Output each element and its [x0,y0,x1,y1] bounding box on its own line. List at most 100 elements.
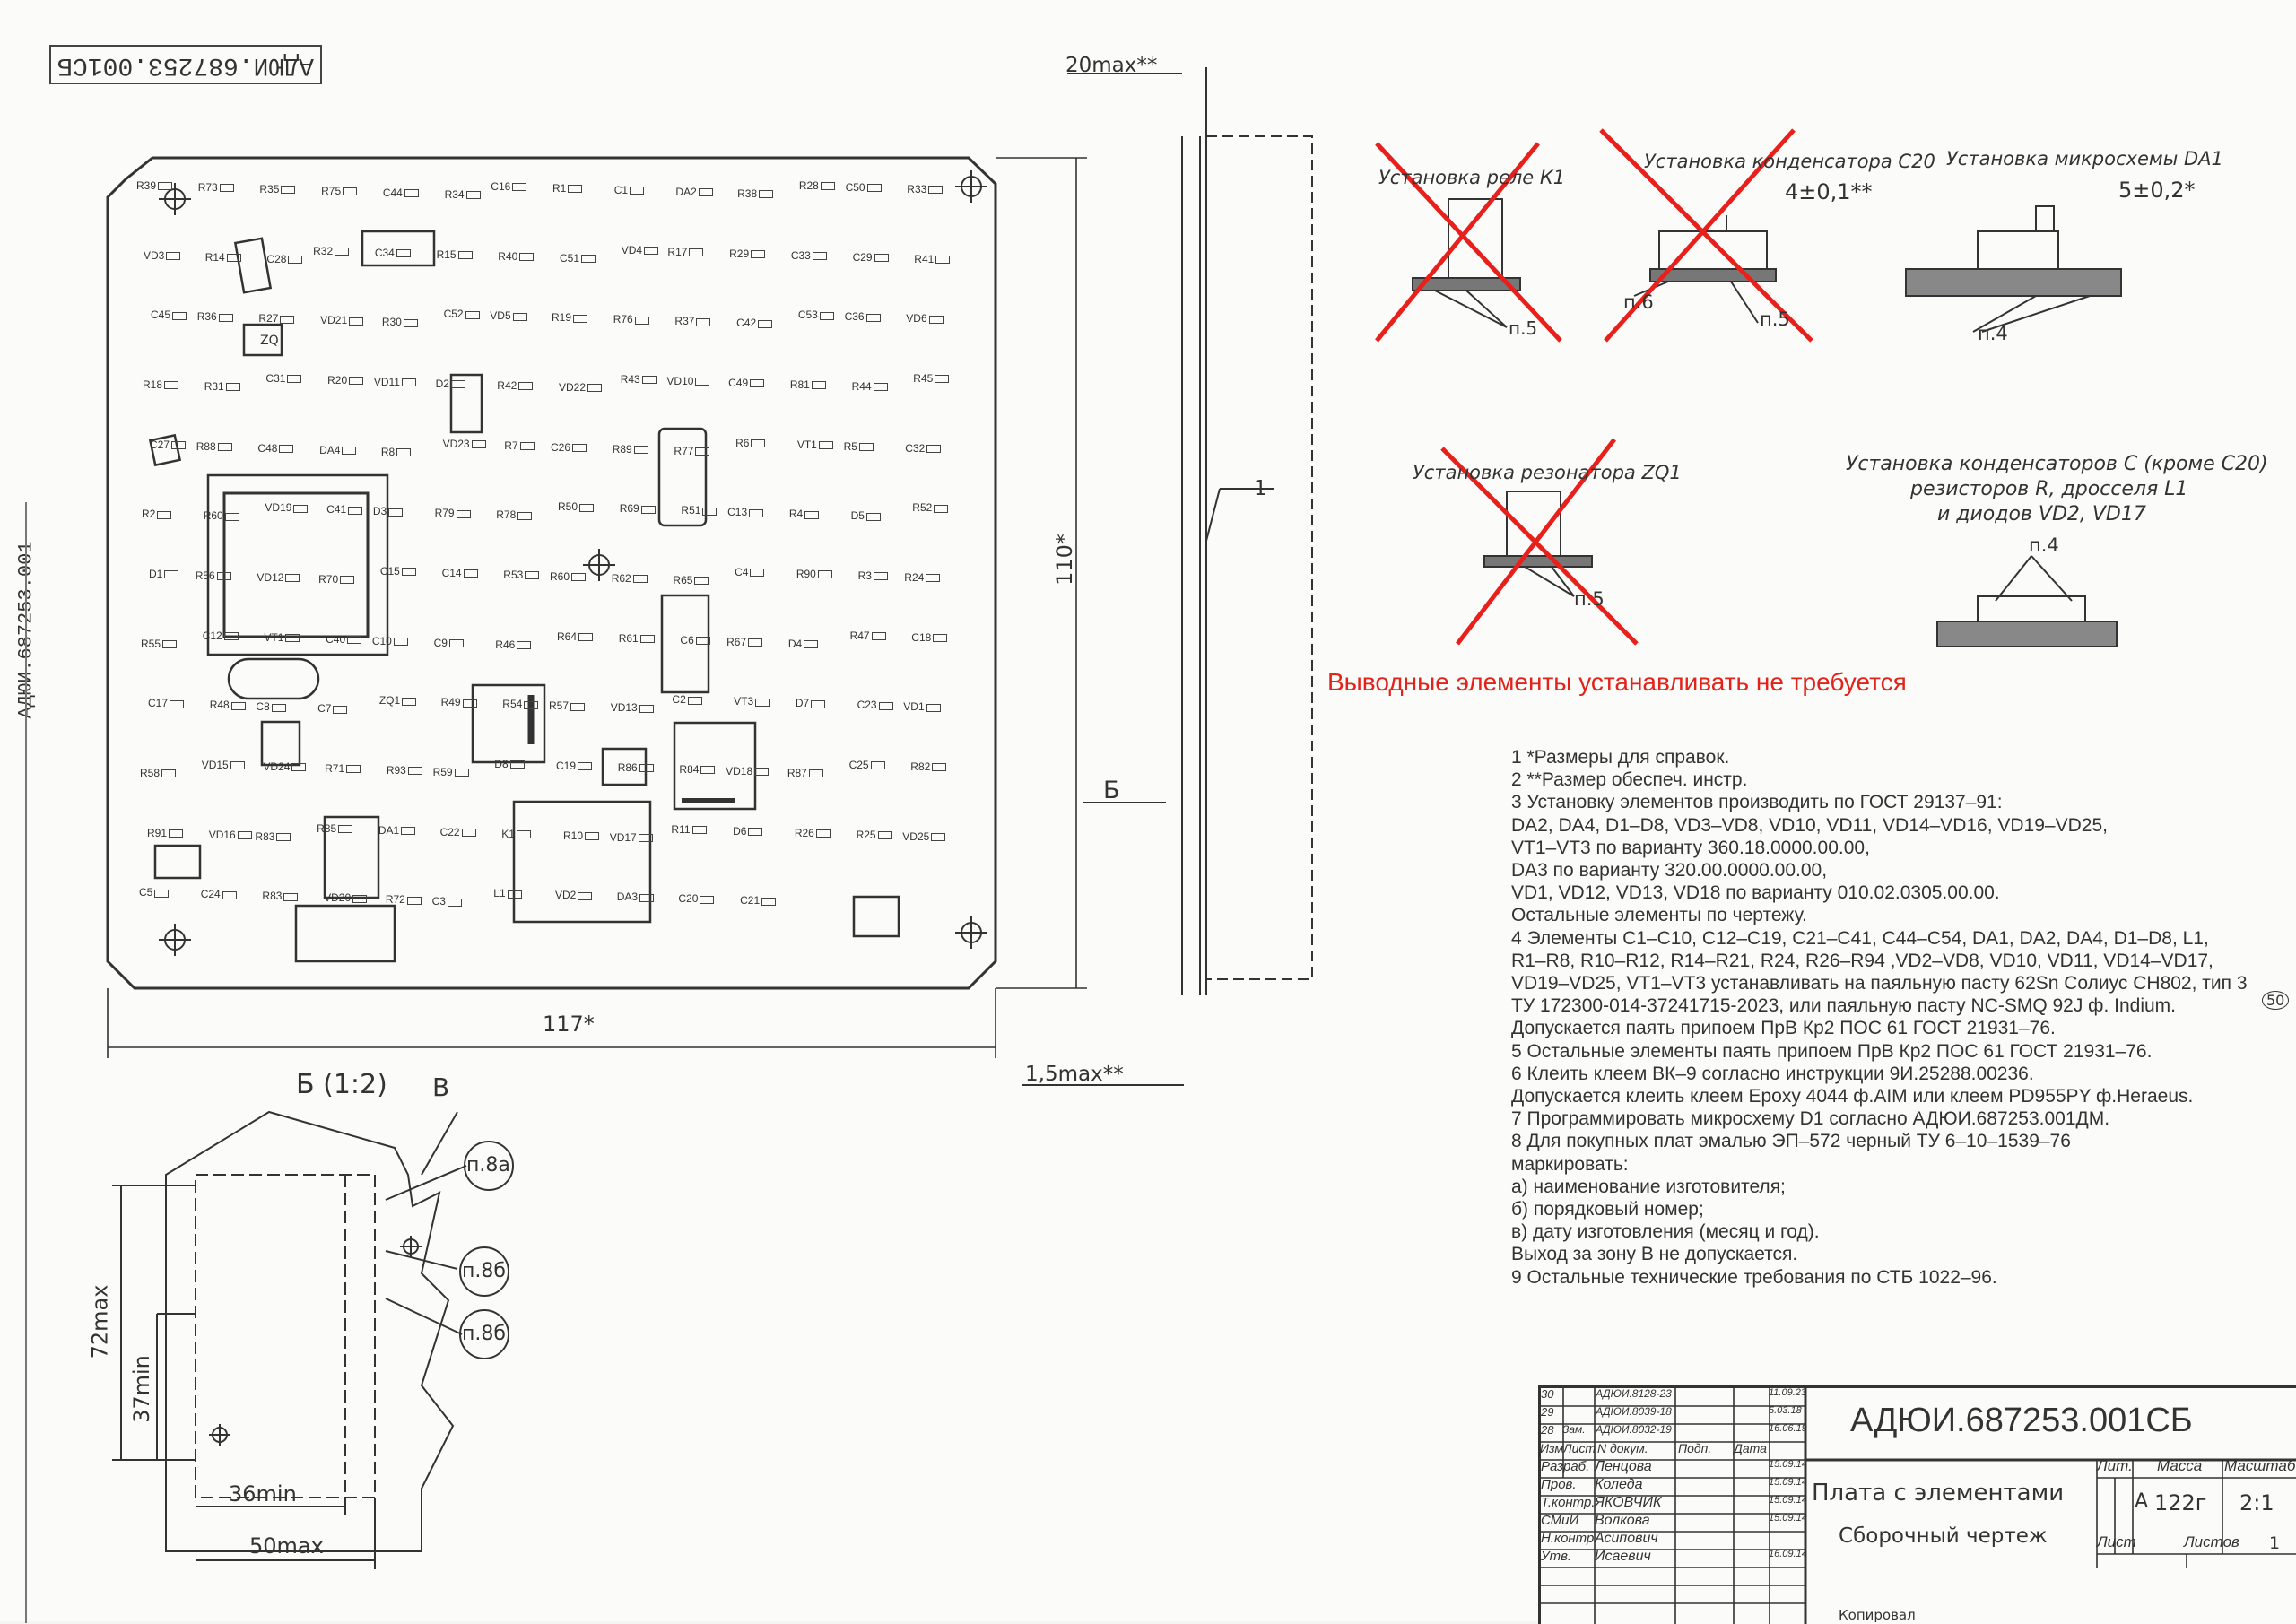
component-label: R73 [198,181,234,194]
smd-pad-icon [271,703,286,712]
component-label: L1 [493,887,522,899]
component-label: VD16 [209,829,252,841]
smd-pad-icon [754,768,770,777]
board-outline [106,156,997,990]
component-label: D8 [494,758,525,770]
role-label: Т.контр. [1541,1495,1596,1510]
component-label: DA1 [378,824,416,837]
component-label: R77 [674,445,710,457]
smd-pad-icon [224,512,239,521]
smd-pad-icon [571,573,587,582]
smd-pad-icon [401,568,416,577]
role-date: 15.09.14 [1769,1459,1807,1470]
note-line: 1 *Размеры для справок. [1511,747,1730,768]
component-label: C31 [265,372,302,385]
component-label: R60 [550,570,587,583]
smd-pad-icon [465,191,481,200]
component-label: R78 [496,508,533,521]
component-label: R89 [613,443,648,456]
component-label: R83 [255,830,291,843]
header-col: Изм [1540,1441,1563,1455]
dim-gap: 1,5max** [1025,1063,1124,1086]
component-label: VD10 [666,375,710,387]
detail-dim-wmin: 36min [229,1481,297,1507]
component-label: R76 [613,313,649,326]
smd-pad-icon [524,700,539,709]
note-line: VD1, VD12, VD13, VD18 по варианту 010.02… [1511,882,2000,904]
component-label: R20 [327,374,364,386]
smd-pad-icon [696,317,711,326]
smd-pad-icon [338,824,353,833]
board-dimension-lines [107,157,1087,1058]
smd-pad-icon [573,314,588,323]
smd-pad-icon [639,634,655,643]
smd-pad-icon [509,760,525,769]
callout-1: 1 [1254,477,1267,500]
component-label: C29 [853,251,889,264]
component-label: C26 [551,441,587,454]
component-label: R54 [502,698,539,710]
component-label: C22 [440,826,476,838]
smd-pad-icon [761,897,777,906]
change-num: 28 [1541,1423,1554,1437]
component-label: C10 [372,635,408,647]
smd-pad-icon [634,316,649,325]
component-label: C13 [727,506,764,518]
detail-zone: В [432,1073,450,1102]
header-col: Дата [1734,1441,1767,1455]
note-line: б) порядковый номер; [1511,1199,1704,1220]
smd-pad-icon [749,508,764,517]
smd-pad-icon [700,895,715,904]
smd-pad-icon [865,512,881,521]
component-label: C17 [148,697,185,709]
component-label: C52 [444,308,480,320]
smd-pad-icon [871,631,886,640]
smd-pad-icon [687,696,702,705]
component-label: R15 [437,248,473,261]
component-label: R71 [325,762,361,775]
smd-pad-icon [276,832,291,841]
smd-pad-icon [333,705,348,714]
smd-pad-icon [808,769,823,778]
detail-title: Б (1:2) [296,1069,387,1100]
change-num: 29 [1541,1405,1554,1419]
svg-text:ZQ: ZQ [260,334,279,348]
component-label: C8 [256,700,286,713]
smd-pad-icon [158,182,173,191]
change-num: 30 [1541,1387,1554,1401]
change-date: 11.09.23 [1769,1387,1807,1398]
change-zone: Зам. [1562,1423,1586,1436]
component-label: R58 [140,767,177,779]
component-label: C15 [380,565,416,578]
install-c20-ref2: п.5 [1760,308,1790,330]
smd-pad-icon [291,763,307,772]
component-label: R50 [558,500,595,513]
smd-pad-icon [519,252,535,261]
smd-pad-icon [230,761,245,770]
component-label: R90 [796,568,832,580]
component-label: VD13 [611,701,654,714]
smd-pad-icon [578,632,594,641]
component-label: R10 [563,829,600,842]
change-date: 16.06.19 [1769,1423,1807,1434]
note-line: 6 Клеить клеем ВК–9 согласно инструкции … [1511,1063,2034,1084]
section-mark: Б [1103,777,1120,804]
smd-pad-icon [457,250,473,259]
smd-pad-icon [164,570,179,579]
smd-pad-icon [342,446,357,455]
component-label: R24 [904,571,941,584]
note-line: 7 Программировать микросхему D1 согласно… [1511,1108,2110,1130]
role-date: 15.09.14 [1769,1495,1807,1506]
component-label: R37 [674,315,711,327]
smd-pad-icon [396,447,412,456]
component-label: C21 [740,894,777,907]
component-label: R34 [445,188,481,201]
component-label: R79 [435,507,471,519]
role-date: 15.09.14 [1769,1513,1807,1524]
smd-pad-icon [171,440,187,449]
install-zq1-ref: п.5 [1574,588,1605,610]
detail-callout-8a: п.8а [466,1154,510,1177]
smd-pad-icon [935,375,950,384]
install-c20-dim: 4±0,1** [1785,179,1873,204]
